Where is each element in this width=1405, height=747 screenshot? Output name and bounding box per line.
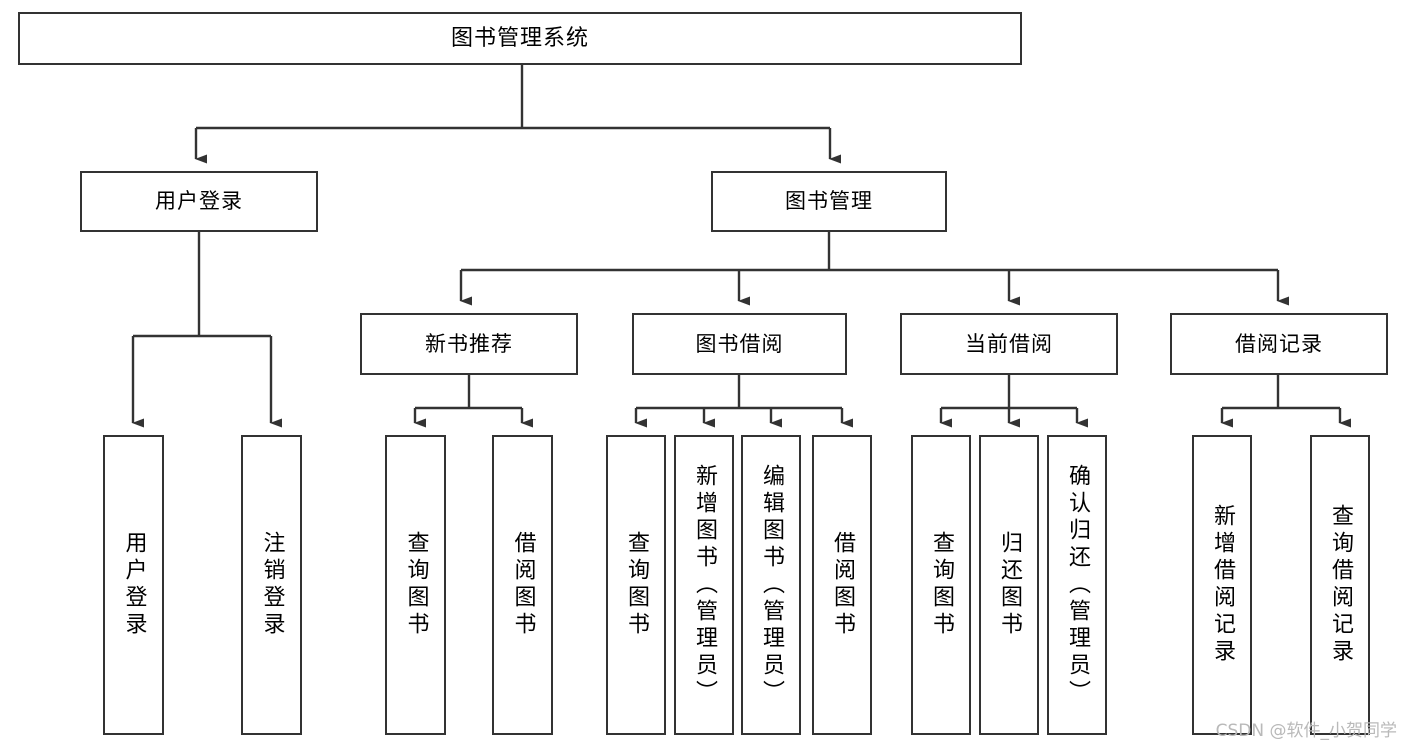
node-leaf-return-book[interactable]: 归还图书 [979, 435, 1039, 735]
node-leaf-query-book-1-label: 查询图书 [403, 531, 429, 639]
node-leaf-query-record[interactable]: 查询借阅记录 [1310, 435, 1370, 735]
node-root-label: 图书管理系统 [450, 25, 589, 51]
node-leaf-borrow-book-1-label: 借阅图书 [510, 531, 536, 639]
node-leaf-add-book-label: 新增图书（管理员） [692, 463, 717, 707]
node-leaf-return-book-label: 归还图书 [997, 531, 1022, 639]
node-user-login[interactable]: 用户登录 [80, 171, 318, 232]
node-leaf-query-book-2-label: 查询图书 [624, 531, 649, 639]
node-book-management[interactable]: 图书管理 [711, 171, 947, 232]
node-user-login-label: 用户登录 [155, 189, 243, 214]
node-current-borrow[interactable]: 当前借阅 [900, 313, 1118, 375]
node-book-borrow-label: 图书借阅 [695, 331, 784, 356]
node-leaf-query-book-2[interactable]: 查询图书 [606, 435, 666, 735]
node-current-borrow-label: 当前借阅 [965, 331, 1053, 356]
node-book-borrow[interactable]: 图书借阅 [632, 313, 847, 375]
node-leaf-query-book-3-label: 查询图书 [929, 531, 954, 639]
node-leaf-borrow-book-2-label: 借阅图书 [830, 531, 855, 639]
node-leaf-query-record-label: 查询借阅记录 [1328, 504, 1353, 666]
node-borrow-record[interactable]: 借阅记录 [1170, 313, 1388, 375]
node-leaf-add-book[interactable]: 新增图书（管理员） [674, 435, 734, 735]
csdn-watermark: CSDN @软件_小贺同学 [1215, 721, 1397, 741]
node-leaf-logout-login[interactable]: 注销登录 [241, 435, 302, 735]
node-book-management-label: 图书管理 [785, 189, 873, 214]
node-leaf-query-book-3[interactable]: 查询图书 [911, 435, 971, 735]
node-leaf-logout-login-label: 注销登录 [259, 531, 285, 639]
node-leaf-confirm-return[interactable]: 确认归还（管理员） [1047, 435, 1107, 735]
node-new-book-recommend-label: 新书推荐 [425, 331, 513, 356]
node-new-book-recommend[interactable]: 新书推荐 [360, 313, 578, 375]
node-root[interactable]: 图书管理系统 [18, 12, 1022, 65]
node-leaf-user-login[interactable]: 用户登录 [103, 435, 164, 735]
node-borrow-record-label: 借阅记录 [1235, 331, 1323, 356]
node-leaf-query-book-1[interactable]: 查询图书 [385, 435, 446, 735]
node-leaf-borrow-book-1[interactable]: 借阅图书 [492, 435, 553, 735]
node-leaf-user-login-label: 用户登录 [121, 531, 147, 639]
node-leaf-borrow-book-2[interactable]: 借阅图书 [812, 435, 872, 735]
node-leaf-add-record[interactable]: 新增借阅记录 [1192, 435, 1252, 735]
node-leaf-add-record-label: 新增借阅记录 [1210, 504, 1235, 666]
node-leaf-edit-book[interactable]: 编辑图书（管理员） [741, 435, 801, 735]
node-leaf-edit-book-label: 编辑图书（管理员） [759, 463, 784, 707]
node-leaf-confirm-return-label: 确认归还（管理员） [1065, 463, 1090, 707]
